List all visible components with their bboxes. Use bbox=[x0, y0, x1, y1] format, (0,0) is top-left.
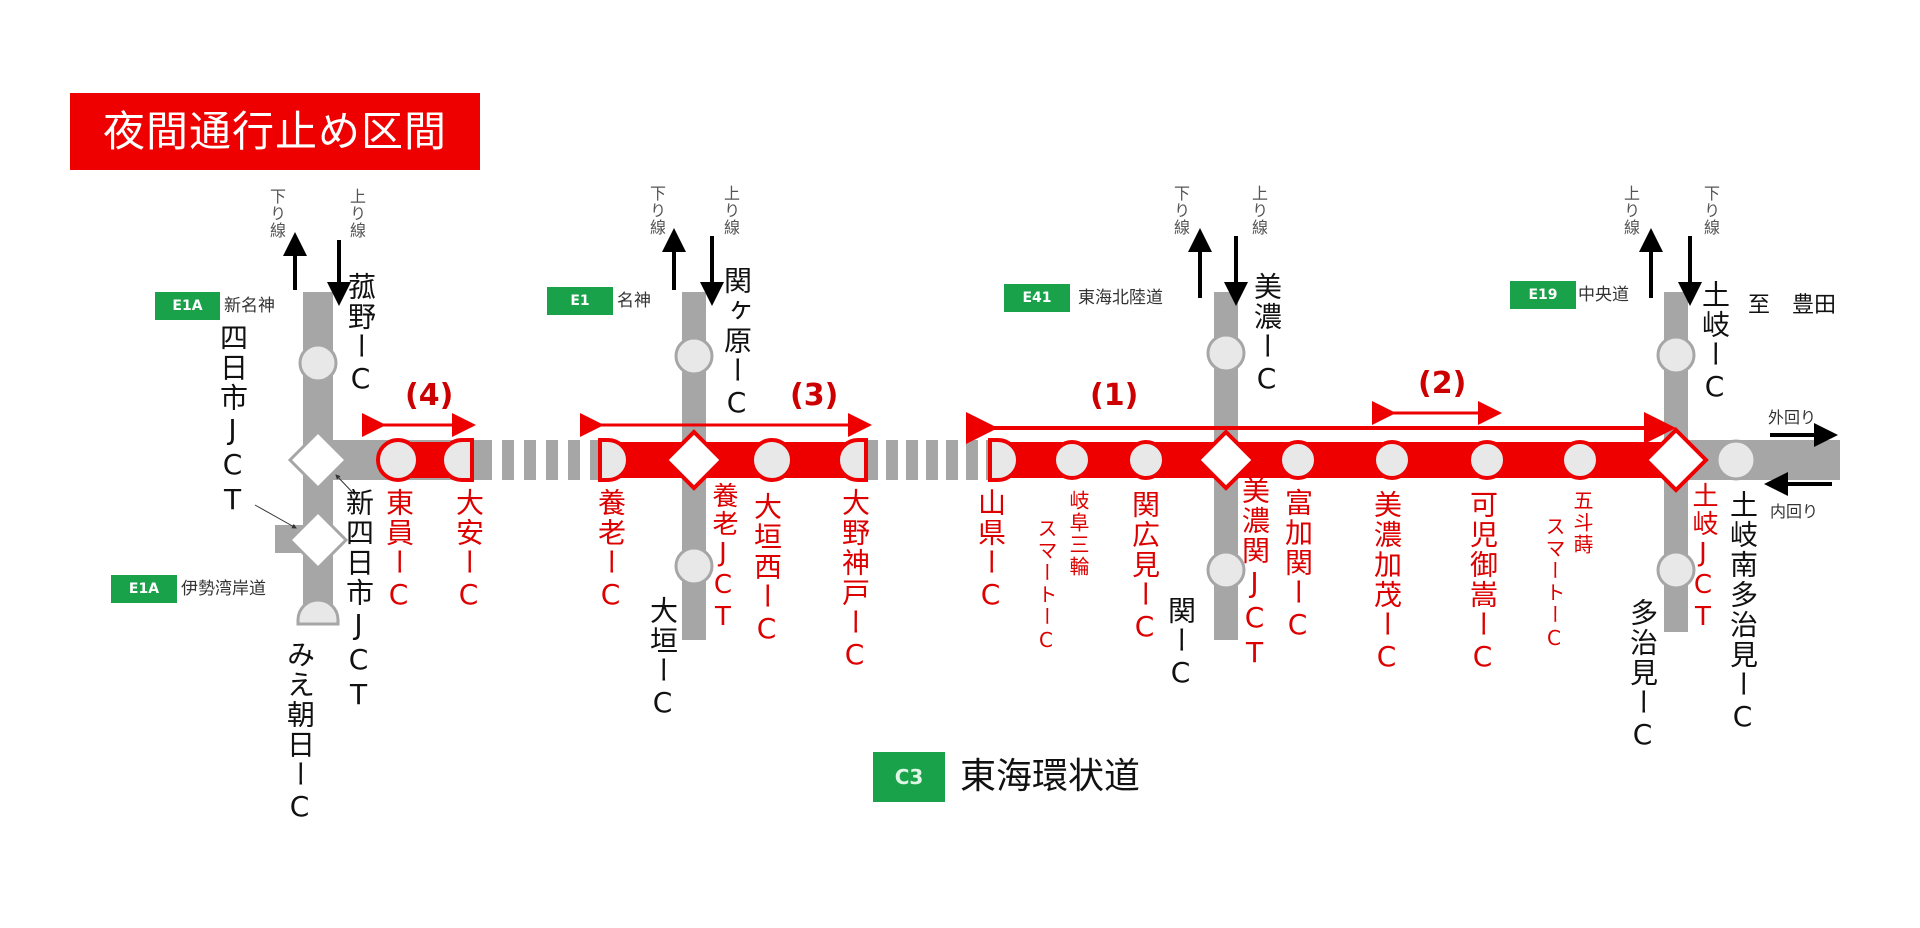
section-1-label: (1) bbox=[1090, 378, 1139, 413]
node-toki-ic[interactable] bbox=[1656, 335, 1696, 375]
route-name: 東海環状道 bbox=[960, 756, 1141, 797]
station-label-komono-ic: 菰野ーC bbox=[344, 272, 377, 397]
station-label-gifu-miwa-smart-ic: スマートーC bbox=[1034, 518, 1058, 654]
node-mino-seki-jct[interactable] bbox=[1195, 429, 1257, 491]
station-label-toki-jct: 土岐JCT bbox=[1688, 482, 1718, 634]
section-4-label: (4) bbox=[405, 378, 454, 413]
dashed-gap-middle bbox=[866, 440, 994, 480]
node-yoro-ic[interactable] bbox=[598, 438, 630, 482]
node-ogaki-nishi-ic[interactable] bbox=[750, 438, 794, 482]
station-label-yoro-jct: 養老JCT bbox=[708, 482, 738, 634]
station-label-kani-mitake-ic: 可児御嵩ーC bbox=[1466, 490, 1499, 675]
up-line-label: 上り線 bbox=[721, 185, 740, 236]
station-label-yamagata-ic: 山県ーC bbox=[974, 488, 1007, 613]
node-yoro-jct[interactable] bbox=[663, 429, 725, 491]
station-label-gotomaki: 五斗蒔 bbox=[1570, 490, 1594, 556]
node-komono-ic[interactable] bbox=[298, 343, 338, 383]
closed-section-1-2 bbox=[988, 442, 1673, 478]
node-tajimi-ic[interactable] bbox=[1656, 550, 1696, 590]
node-gifu-miwa-smart-ic[interactable] bbox=[1052, 440, 1092, 480]
station-label-yokkaichi-jct: 四日市JCT bbox=[216, 323, 249, 518]
node-gotomaki-smart-ic[interactable] bbox=[1560, 440, 1600, 480]
station-label-gifu-miwa: 岐阜三輪 bbox=[1066, 490, 1090, 578]
station-label-shin-yokkaichi-jct: 新四日市JCT bbox=[342, 488, 375, 713]
closed-section-3 bbox=[598, 442, 868, 478]
road-badge-e1a: E1A bbox=[111, 575, 177, 603]
node-ogaki-ic[interactable] bbox=[674, 546, 714, 586]
inner-loop-label: 内回り bbox=[1770, 502, 1819, 521]
route-badge-c3: C3 bbox=[873, 752, 945, 802]
pointer-shin-yokkaichi bbox=[335, 474, 356, 496]
station-label-tomika-seki-ic: 富加関ーC bbox=[1281, 488, 1314, 643]
road-name-meishin: 名神 bbox=[617, 291, 651, 311]
outer-loop-label: 外回り bbox=[1768, 408, 1817, 427]
dashed-gap-west bbox=[478, 440, 602, 480]
up-line-label: 上り線 bbox=[347, 188, 366, 239]
node-tomika-seki-ic[interactable] bbox=[1278, 440, 1318, 480]
station-label-seki-hiromi-ic: 関広見ーC bbox=[1128, 490, 1161, 645]
node-sekigahara-ic[interactable] bbox=[674, 336, 714, 376]
station-label-tajimi-ic: 多治見ーC bbox=[1626, 598, 1659, 753]
node-kani-mitake-ic[interactable] bbox=[1467, 440, 1507, 480]
down-line-label: 下り線 bbox=[1171, 185, 1190, 236]
station-label-mino-seki-jct: 美濃関JCT bbox=[1238, 476, 1271, 671]
node-ono-kando-ic[interactable] bbox=[836, 438, 868, 482]
node-daian-ic[interactable] bbox=[440, 438, 474, 482]
node-toin-ic[interactable] bbox=[376, 438, 420, 482]
node-yamagata-ic[interactable] bbox=[988, 438, 1020, 482]
to-toyota-label: 至 豊田 bbox=[1748, 293, 1837, 318]
page-title: 夜間通行止め区間 bbox=[70, 93, 480, 170]
down-line-label: 下り線 bbox=[1701, 185, 1720, 236]
station-label-yoro-ic: 養老ーC bbox=[594, 488, 627, 613]
node-yokkaichi-jct[interactable] bbox=[287, 429, 349, 491]
node-minokamo-ic[interactable] bbox=[1372, 440, 1412, 480]
up-line-label: 上り線 bbox=[1621, 185, 1640, 236]
pointer-yokkaichi bbox=[254, 504, 297, 529]
node-seki-hiromi-ic[interactable] bbox=[1126, 440, 1166, 480]
road-name-isewangan: 伊勢湾岸道 bbox=[181, 579, 266, 599]
station-label-toki-minami-tajimi-ic: 土岐南多治見ーC bbox=[1726, 490, 1759, 735]
road-name-shinmeishin: 新名神 bbox=[224, 296, 275, 316]
station-label-sekigahara-ic: 関ヶ原ーC bbox=[720, 266, 753, 421]
station-label-ogaki-ic: 大垣ーC bbox=[646, 596, 679, 721]
station-label-gotomaki-smart-ic: スマートーC bbox=[1542, 516, 1566, 652]
node-toki-minami-tajimi-ic[interactable] bbox=[1715, 439, 1757, 481]
section-3-label: (3) bbox=[790, 378, 839, 413]
down-line-label: 下り線 bbox=[267, 188, 286, 239]
station-label-ono-kando-ic: 大野神戸ーC bbox=[838, 488, 871, 673]
road-badge-e1: E1 bbox=[547, 287, 613, 315]
road-badge-e19: E19 bbox=[1510, 281, 1576, 309]
station-label-toki-ic: 土岐ーC bbox=[1698, 280, 1731, 405]
section-2-label: (2) bbox=[1418, 366, 1467, 401]
station-label-minokamo-ic: 美濃加茂ーC bbox=[1370, 490, 1403, 675]
road-name-tokai-hokuriku: 東海北陸道 bbox=[1078, 288, 1163, 308]
node-seki-ic[interactable] bbox=[1206, 550, 1246, 590]
down-line-label: 下り線 bbox=[647, 185, 666, 236]
station-label-mino-ic: 美濃ーC bbox=[1250, 272, 1283, 397]
node-mino-ic[interactable] bbox=[1206, 333, 1246, 373]
station-label-daian-ic: 大安ーC bbox=[452, 488, 485, 613]
station-label-seki-ic: 関ーC bbox=[1164, 596, 1197, 691]
station-label-mie-asahi-ic: みえ朝日ーC bbox=[283, 640, 316, 825]
up-line-label: 上り線 bbox=[1249, 185, 1268, 236]
station-label-toin-ic: 東員ーC bbox=[382, 488, 415, 613]
node-shin-yokkaichi-jct[interactable] bbox=[287, 509, 349, 571]
node-toki-jct[interactable] bbox=[1643, 427, 1709, 493]
node-mie-asahi-ic[interactable] bbox=[296, 598, 340, 626]
road-badge-e41: E41 bbox=[1004, 284, 1070, 312]
station-label-ogaki-nishi-ic: 大垣西ーC bbox=[750, 492, 783, 647]
road-name-chuo: 中央道 bbox=[1578, 285, 1629, 305]
road-badge-e1a: E1A bbox=[155, 292, 220, 320]
